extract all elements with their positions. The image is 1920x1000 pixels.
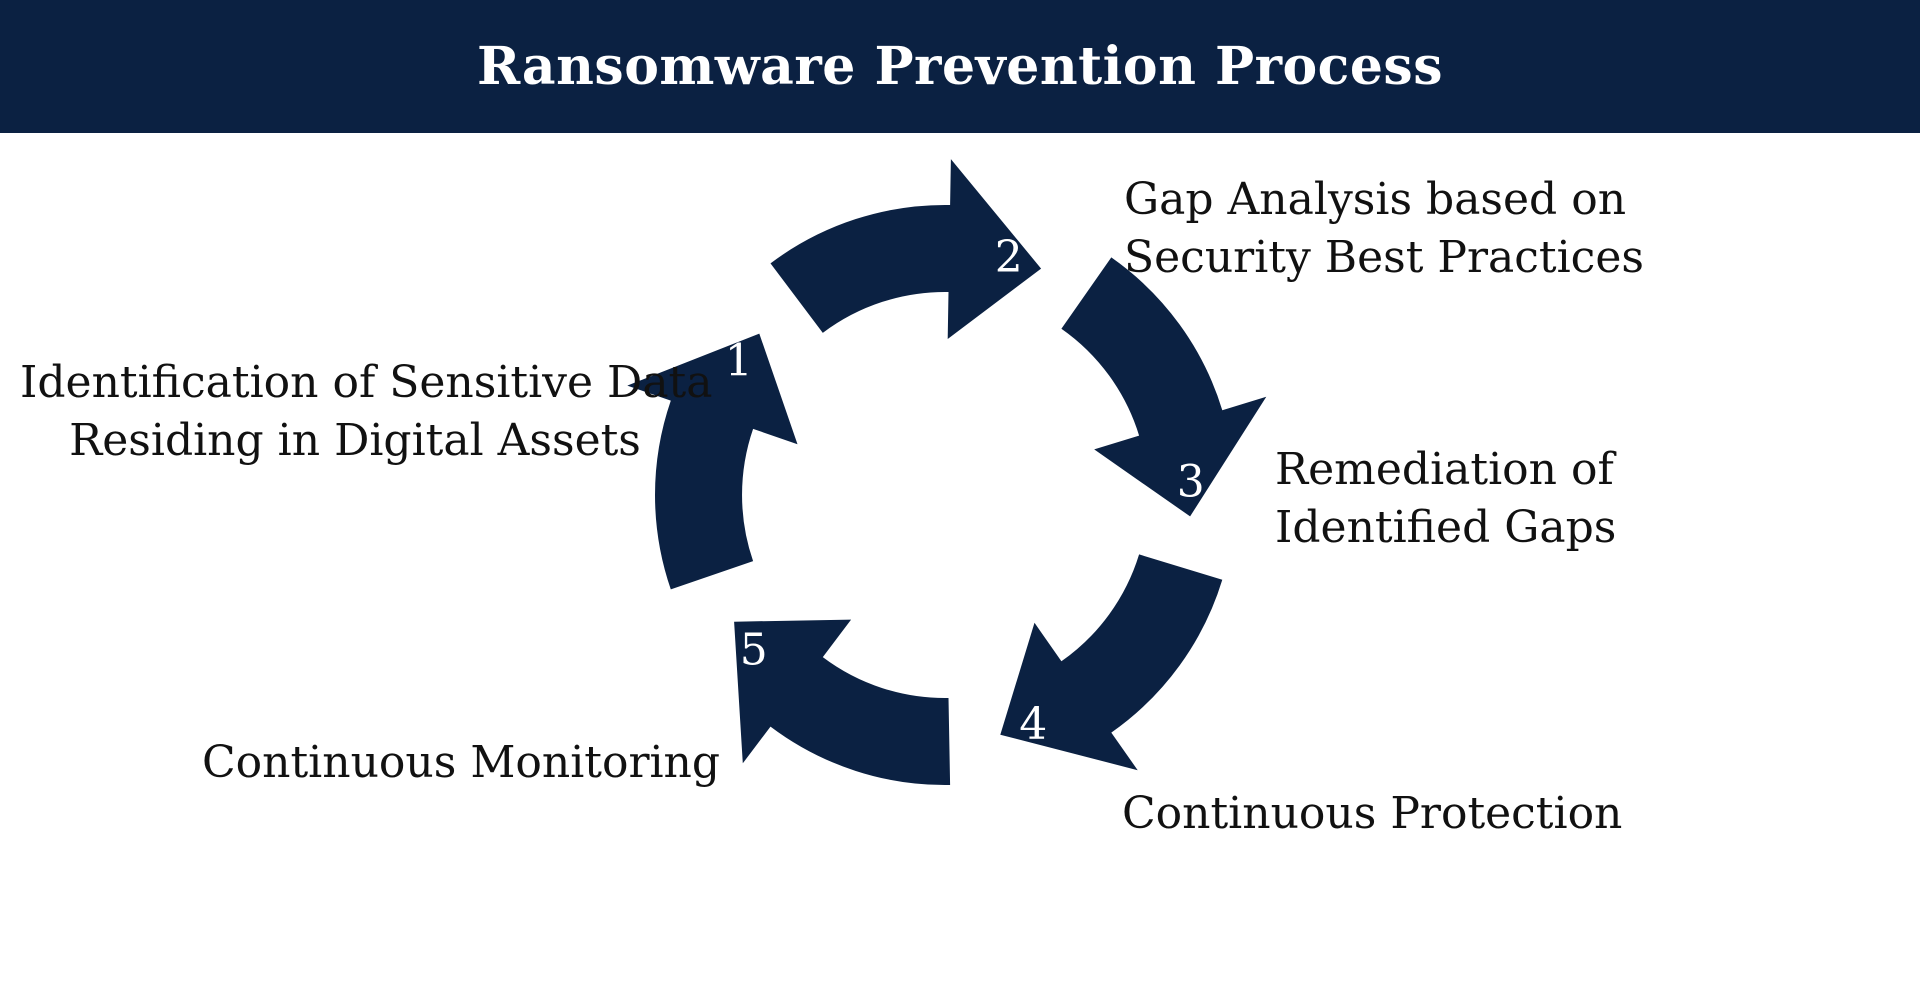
- step-2-label: Gap Analysis based on Security Best Prac…: [1124, 171, 1644, 287]
- cycle-arrow-5: [734, 619, 951, 786]
- step-3-label-line-1: Remediation of: [1275, 444, 1614, 495]
- step-3-label: Remediation of Identified Gaps: [1275, 441, 1616, 557]
- cycle-arrow-1: [627, 333, 798, 590]
- page-title: Ransomware Prevention Process: [477, 36, 1443, 97]
- step-1-label-line-2: Residing in Digital Assets: [69, 415, 641, 466]
- cycle-arrow-3: [1061, 257, 1267, 517]
- step-number-1: 1: [725, 336, 753, 387]
- step-number-5: 5: [740, 624, 768, 675]
- step-4-label-line-1: Continuous Protection: [1122, 788, 1623, 839]
- step-1-label-line-1: Identification of Sensitive Data: [20, 357, 713, 408]
- step-2-label-line-1: Gap Analysis based on: [1124, 174, 1627, 225]
- step-number-2: 2: [995, 232, 1023, 283]
- step-3-label-line-2: Identified Gaps: [1275, 502, 1617, 553]
- step-5-label-line-1: Continuous Monitoring: [202, 737, 721, 788]
- step-1-label: Identification of Sensitive Data Residin…: [20, 354, 713, 470]
- cycle-arrow-2: [770, 159, 1042, 339]
- step-2-label-line-2: Security Best Practices: [1124, 232, 1644, 283]
- step-number-4: 4: [1019, 699, 1047, 750]
- step-number-3: 3: [1177, 457, 1205, 508]
- step-5-label: Continuous Monitoring: [202, 734, 720, 792]
- step-4-label: Continuous Protection: [1122, 785, 1622, 843]
- header-banner: Ransomware Prevention Process: [0, 0, 1920, 133]
- cycle-arrow-4: [1000, 554, 1223, 771]
